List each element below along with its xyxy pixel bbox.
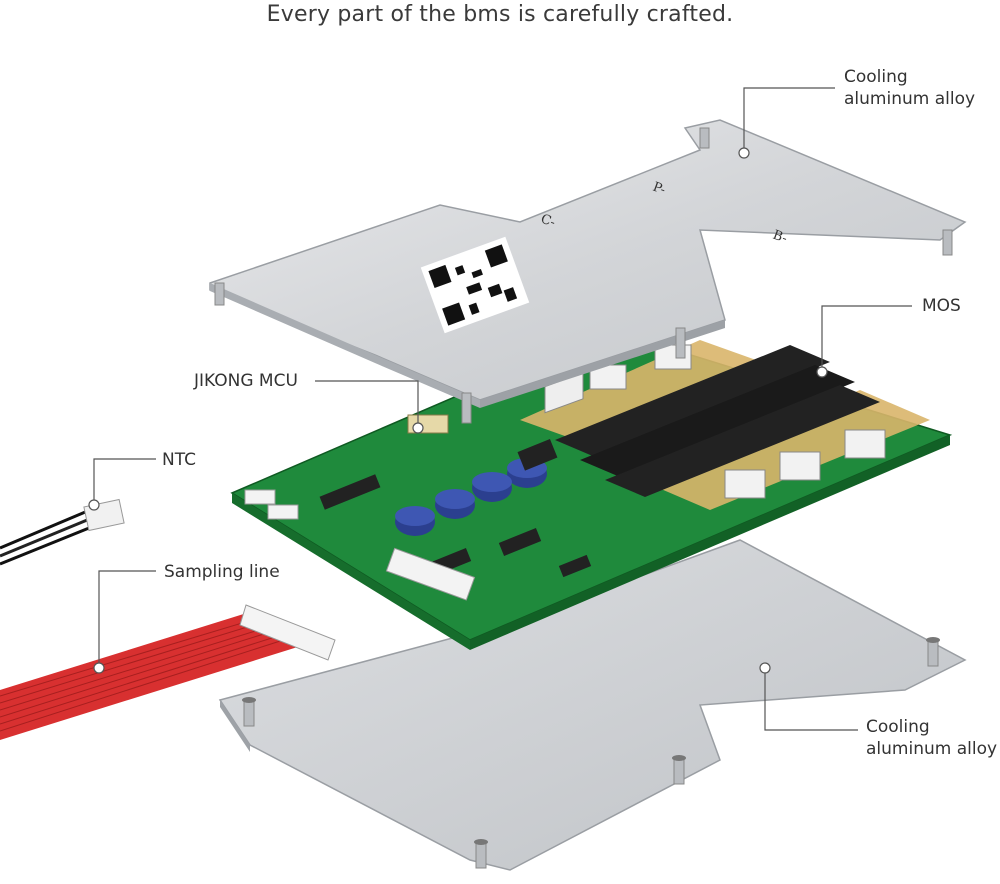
bottom-cooling-plate (218, 539, 967, 871)
callout-dot (816, 366, 828, 378)
label-cooling-bottom-line2: aluminum alloy (866, 739, 998, 759)
mos-array (555, 345, 880, 497)
pcb-board (230, 329, 953, 650)
callout-dot (88, 499, 100, 511)
callout-cooling-top (743, 87, 835, 153)
label-cooling-top-line2: aluminum alloy (844, 89, 976, 109)
label-sampling: Sampling line (164, 562, 280, 582)
copper-busbar (640, 390, 930, 510)
callout-ntc (93, 458, 156, 505)
top-plate-standoffs (214, 127, 953, 424)
label-mos: MOS (922, 296, 961, 316)
callout-dot (759, 662, 771, 674)
bottom-plate-standoffs (242, 637, 940, 869)
label-cooling-bottom-line1: Cooling (866, 717, 930, 737)
page-title: Every part of the bms is carefully craft… (266, 2, 734, 27)
label-cooling-top: Cooling aluminum alloy (844, 66, 975, 110)
plate-mark-b: B- (771, 228, 789, 247)
ntc-cable (0, 498, 125, 566)
label-cooling-top-line1: Cooling (844, 67, 908, 87)
callout-sampling (98, 570, 156, 668)
plate-mark-c: C- (539, 212, 558, 231)
copper-busbar (520, 340, 770, 445)
callout-dot (738, 147, 750, 159)
sampling-line-ribbon (0, 604, 336, 740)
board-connectors (244, 489, 476, 601)
qr-code (420, 236, 530, 334)
callout-mos (821, 305, 912, 372)
callout-mcu (315, 380, 419, 428)
top-cooling-plate: P- C- B- (209, 119, 967, 424)
label-mcu: JIKONG MCU (194, 371, 298, 391)
callout-cooling-bottom (764, 668, 858, 731)
plate-mark-p: P- (651, 180, 668, 198)
label-ntc: NTC (162, 450, 196, 470)
callout-dot (93, 662, 105, 674)
callouts (88, 87, 912, 731)
label-cooling-bottom: Cooling aluminum alloy (866, 716, 997, 760)
callout-dot (412, 422, 424, 434)
